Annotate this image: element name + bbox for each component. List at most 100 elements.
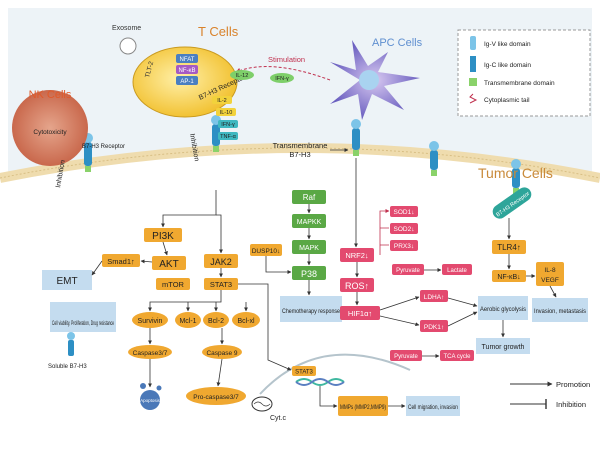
t-inhibition-label: Inhibition [188, 133, 200, 162]
apoptosis-icon: Apoptosis [140, 383, 162, 410]
apc-cytokine-list: IL-12 IFN-γ [230, 70, 294, 83]
svg-text:IFN-γ: IFN-γ [221, 122, 235, 128]
mapkk-node: MAPKK [292, 214, 326, 228]
svg-text:Raf: Raf [303, 193, 316, 202]
svg-text:IL-10: IL-10 [220, 110, 233, 116]
soluble-b7h3-label: Soluble B7-H3 [48, 364, 87, 370]
svg-text:JAK2: JAK2 [210, 257, 232, 267]
promotion-label: Promotion [556, 380, 590, 389]
svg-text:P38: P38 [301, 269, 317, 279]
svg-text:SOD1↓: SOD1↓ [394, 209, 415, 216]
membrane-b7h3-3 [351, 119, 361, 156]
nk-b7h3-receptor: B7-H3 Receptor [82, 144, 125, 150]
svg-text:Apoptosis: Apoptosis [140, 398, 161, 403]
soluble-b7h3-icon [67, 332, 75, 356]
svg-text:NF-κB↓: NF-κB↓ [497, 274, 520, 281]
sod1-node: SOD1↓ [390, 206, 418, 217]
hif1a-node: HIF1α↑ [340, 306, 380, 320]
svg-text:HIF1α↑: HIF1α↑ [348, 309, 372, 318]
nfkb-node: NF-κB↓ [492, 270, 526, 282]
svg-text:AKT: AKT [159, 259, 178, 270]
stimulation-label: Stimulation [268, 55, 305, 64]
svg-text:Pyruvate: Pyruvate [394, 354, 418, 360]
svg-text:Tumor growth: Tumor growth [482, 344, 525, 351]
t-cells-title: T Cells [198, 24, 239, 39]
pyruvate1-node: Pyruvate [392, 264, 424, 275]
tca-node: TCA cycle [440, 350, 474, 361]
svg-text:Mcl-1: Mcl-1 [179, 318, 196, 325]
invasion-node: Invasion, metastasis [532, 298, 588, 322]
ig-v-icon [470, 36, 476, 50]
migration-node: Cell migration, invasion [406, 396, 460, 416]
jak2-node: JAK2 [204, 254, 238, 268]
svg-text:MAPKK: MAPKK [297, 219, 322, 226]
svg-text:Bcl-xl: Bcl-xl [237, 318, 255, 325]
svg-text:NRF2↓: NRF2↓ [345, 251, 368, 260]
tm-icon [469, 78, 477, 86]
legend-tm: Transmembrane domain [484, 80, 555, 87]
svg-text:NFAT: NFAT [180, 57, 195, 63]
nk-cells-title: NK Cells [29, 89, 72, 101]
procaspase37-node: Pro-caspase3/7 [186, 387, 246, 405]
svg-text:MMPs (MMP2,MMP9): MMPs (MMP2,MMP9) [340, 405, 386, 411]
survivin-node: Survivin [132, 312, 168, 328]
svg-text:Caspase 9: Caspase 9 [206, 350, 237, 357]
dna-icon [295, 378, 345, 386]
svg-text:PDK1↑: PDK1↑ [424, 324, 444, 331]
svg-text:PRX3↓: PRX3↓ [394, 243, 414, 250]
emt-node: EMT [42, 270, 92, 290]
transmembrane-label-1: Transmembrane [273, 141, 328, 150]
svg-text:Aerobic glycolysis: Aerobic glycolysis [480, 307, 526, 313]
pdk1-node: PDK1↑ [420, 320, 448, 332]
svg-text:IFN-γ: IFN-γ [275, 76, 289, 82]
dusp10-node: DUSP10↓ [250, 244, 282, 256]
mapk-node: MAPK [292, 240, 326, 254]
svg-text:IL-12: IL-12 [236, 73, 249, 79]
svg-text:Chemotherapy response: Chemotherapy response [282, 308, 340, 315]
tumor-cells-title: Tumor Cells [478, 165, 553, 181]
svg-text:Cell migration, invasion: Cell migration, invasion [408, 405, 458, 411]
svg-text:TLR4↑: TLR4↑ [497, 243, 521, 252]
membrane-b7h3-4 [429, 141, 439, 176]
smad1-node: Smad1↑ [102, 254, 140, 267]
bcl2-node: Bcl-2 [203, 312, 229, 328]
raf-node: Raf [292, 190, 326, 204]
legend-tail: Cytoplasmic tail [484, 97, 530, 104]
svg-text:EMT: EMT [56, 276, 77, 287]
svg-text:Invasion, metastasis: Invasion, metastasis [534, 308, 587, 315]
cytotoxicity-label: Cytotoxicity [33, 129, 67, 136]
akt-node: AKT [152, 256, 186, 270]
nk-inhibition-label: Inhibition [55, 159, 67, 188]
svg-text:DUSP10↓: DUSP10↓ [252, 248, 281, 255]
caspase9-node: Caspase 9 [202, 345, 242, 359]
svg-text:TNF-α: TNF-α [220, 134, 237, 140]
svg-text:Bcl-2: Bcl-2 [208, 318, 224, 325]
nrf2-node: NRF2↓ [340, 248, 374, 262]
stat3-dna-node: STAT3 [292, 366, 316, 376]
sod2-node: SOD2↓ [390, 223, 418, 234]
bclxl-node: Bcl-xl [232, 312, 260, 328]
ig-c-icon [470, 56, 476, 72]
tcell-marker-list: NFAT NF-κB AP-1 [176, 54, 198, 85]
svg-text:MAPK: MAPK [299, 245, 319, 252]
svg-text:STAT3: STAT3 [295, 370, 313, 376]
exosome-label: Exosome [112, 25, 141, 32]
p38-node: P38 [292, 266, 326, 280]
mtor-node: mTOR [156, 278, 190, 290]
svg-text:IL-8: IL-8 [544, 267, 556, 274]
mcl1-node: Mcl-1 [175, 312, 201, 328]
t-cytokine-list: IL-2 IL-10 IFN-γ TNF-α [212, 96, 238, 140]
svg-text:VEGF: VEGF [541, 277, 559, 284]
cell-viability-node: Cell viability, Proliferation, Drug resi… [50, 302, 116, 332]
svg-text:Cell viability, Proliferation,: Cell viability, Proliferation, Drug resi… [52, 321, 114, 327]
ros-node: ROS↑ [340, 278, 374, 292]
domain-legend [457, 29, 591, 117]
tail-icon [469, 93, 478, 104]
svg-text:Smad1↑: Smad1↑ [107, 257, 135, 266]
svg-text:Caspase3/7: Caspase3/7 [133, 350, 168, 357]
legend-ig-c: Ig-C like domain [484, 62, 531, 69]
tlr4-node: TLR4↑ [492, 240, 526, 254]
tumor-growth-node: Tumor growth [476, 338, 530, 354]
